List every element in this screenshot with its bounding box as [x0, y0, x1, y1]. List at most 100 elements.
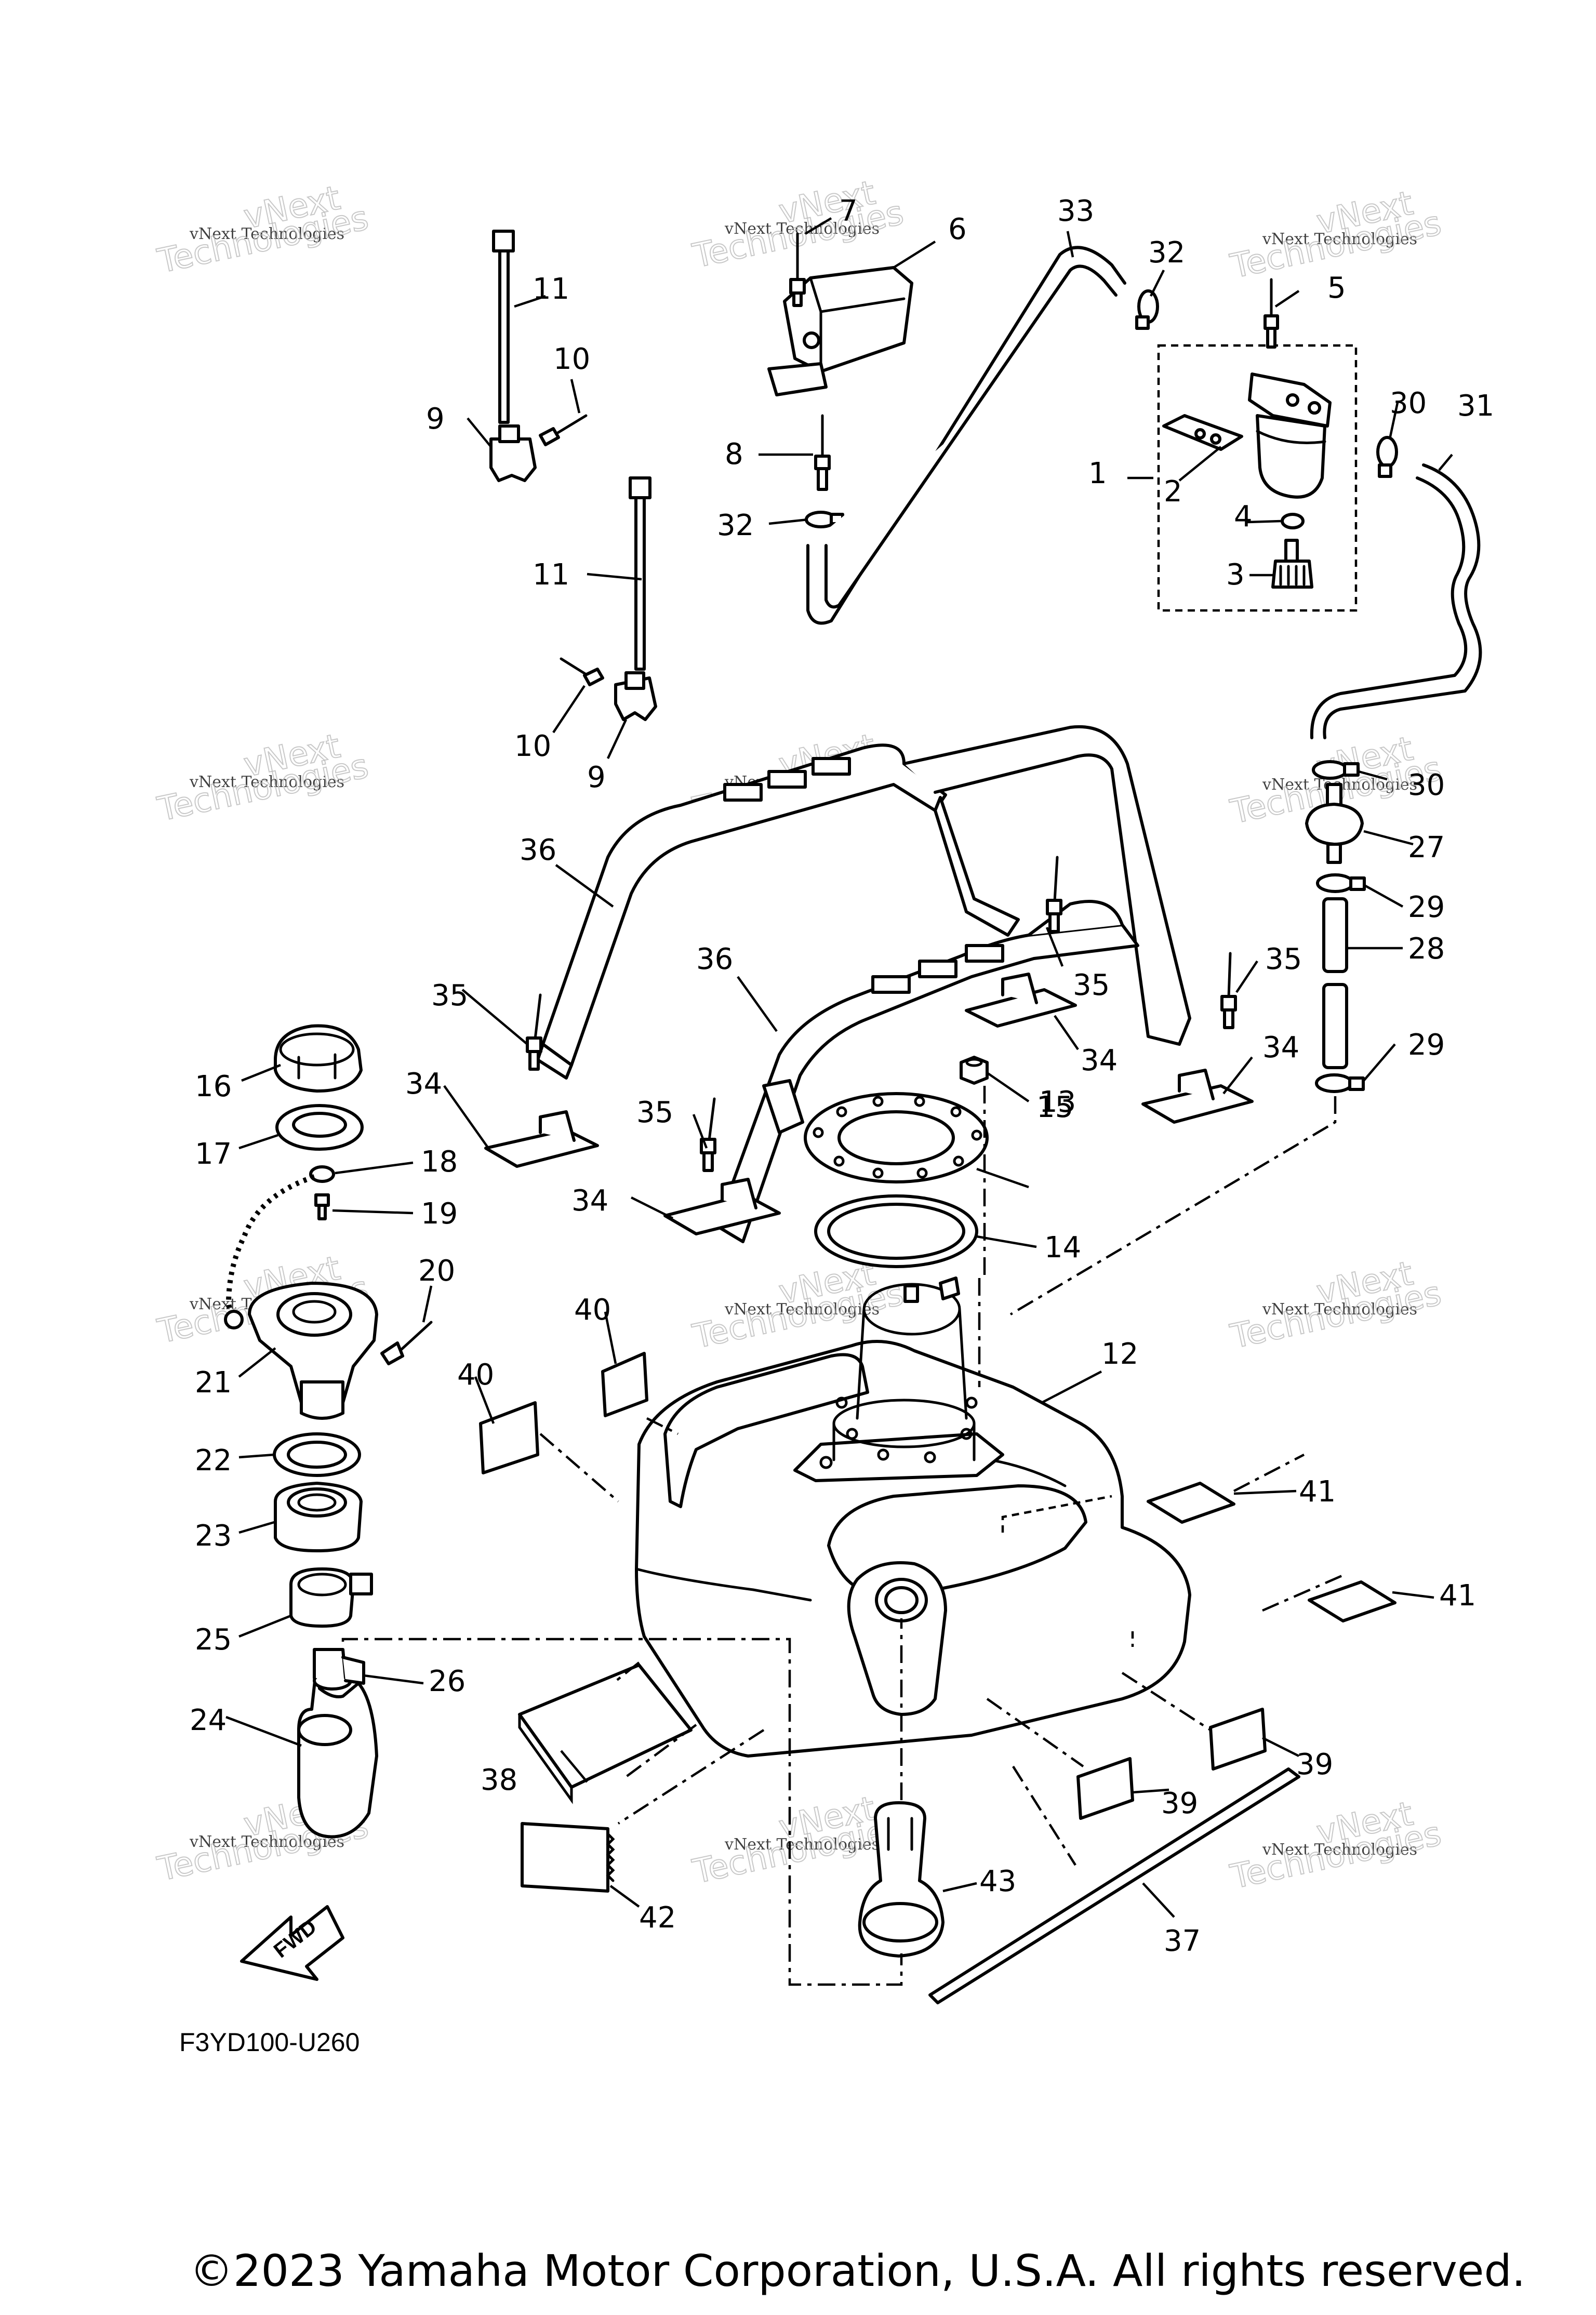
callout-9: 9: [587, 761, 606, 794]
callout-18: 18: [421, 1145, 458, 1179]
callout-17: 17: [195, 1137, 232, 1171]
callout-38: 38: [481, 1763, 517, 1797]
watermark-line-2: vNext Technologies: [1262, 1300, 1417, 1319]
callout-36: 36: [520, 833, 556, 867]
callout-41: 41: [1299, 1475, 1336, 1509]
callout-34: 34: [1262, 1031, 1299, 1065]
callout-37: 37: [1164, 1924, 1201, 1958]
hose-clip-30-upper: [1376, 436, 1398, 478]
callout-35: 35: [431, 979, 468, 1013]
tank-bolts: [835, 1396, 978, 1463]
gasket-14: [814, 1194, 978, 1268]
rivet-lower: [560, 657, 604, 686]
chain-ring: [309, 1165, 335, 1183]
watermark-line-2: vNext Technologies: [724, 220, 880, 238]
callout-35: 35: [1265, 942, 1302, 976]
callout-31: 31: [1457, 389, 1494, 423]
callout-21: 21: [195, 1366, 232, 1400]
watermark-line-2: vNext Technologies: [189, 225, 344, 243]
callout-30: 30: [1390, 387, 1427, 420]
pad-39-left: [1076, 1757, 1134, 1820]
copyright-notice: ©2023 Yamaha Motor Corporation, U.S.A. A…: [190, 2245, 1525, 2296]
pad-40-left: [479, 1401, 539, 1474]
screw-7: [789, 232, 806, 307]
check-valve: [1305, 783, 1364, 864]
tank-band-front: [715, 900, 1139, 1243]
screw-35-right: [1220, 952, 1237, 1029]
short-hose: [1322, 897, 1348, 1069]
callout-36: 36: [696, 942, 733, 976]
callout-24: 24: [190, 1704, 227, 1737]
clamp-lower: [614, 671, 657, 721]
strap-bracket-right: [1141, 1069, 1254, 1124]
callout-16: 16: [195, 1070, 232, 1103]
pad-41-upper: [1147, 1482, 1235, 1524]
watermark-line-2: vNext Technologies: [724, 1300, 880, 1319]
callout-15: 15: [1036, 1090, 1073, 1124]
callout-19: 19: [421, 1197, 458, 1231]
cover: [767, 266, 913, 396]
cap-chain: [224, 1174, 315, 1329]
rivet-upper: [539, 414, 588, 446]
hose-clip-upper: [1135, 289, 1159, 330]
callout-34: 34: [405, 1067, 442, 1101]
callout-34: 34: [571, 1184, 608, 1218]
neck-nut: [274, 1482, 363, 1552]
cable-tie-upper: [492, 230, 515, 424]
callout-43: 43: [979, 1865, 1016, 1898]
callout-28: 28: [1408, 932, 1445, 966]
strip-37: [928, 1767, 1300, 2004]
hose-clamp-26: [313, 1648, 365, 1685]
callout-35: 35: [636, 1096, 673, 1129]
neck-gasket: [273, 1432, 361, 1477]
callout-29: 29: [1408, 1028, 1445, 1062]
callout-33: 33: [1057, 194, 1094, 228]
callout-8: 8: [725, 437, 743, 471]
tank-band-rear: [536, 725, 1191, 1080]
mount-plate: [804, 1092, 989, 1183]
strap-bracket-left: [484, 1110, 599, 1168]
nut-15: [960, 1056, 989, 1085]
cap-gasket: [275, 1104, 364, 1151]
bolt-8: [814, 414, 831, 491]
hose-clip-29-lower: [1315, 1073, 1365, 1093]
callout-3: 3: [1226, 558, 1245, 592]
callout-22: 22: [195, 1444, 232, 1478]
strap-bracket-mid-right: [965, 973, 1077, 1028]
strap-bracket-center: [663, 1178, 781, 1235]
callout-23: 23: [195, 1519, 232, 1553]
callout-35: 35: [1073, 968, 1110, 1002]
pad-39-right: [1209, 1708, 1267, 1771]
callout-25: 25: [195, 1623, 232, 1657]
filler-neck: [248, 1282, 378, 1420]
pad-42: [521, 1822, 615, 1893]
callout-40: 40: [457, 1358, 494, 1392]
screw-22: [380, 1321, 433, 1365]
callout-5: 5: [1327, 271, 1346, 305]
leader-lines: [225, 217, 1453, 1918]
callout-41: 41: [1439, 1579, 1476, 1613]
fuel-filter-assembly: [1157, 344, 1358, 612]
hose-clip-30-lower: [1312, 760, 1360, 780]
callout-42: 42: [639, 1901, 676, 1935]
callout-26: 26: [429, 1665, 466, 1698]
callout-29: 29: [1408, 890, 1445, 924]
callout-2: 2: [1164, 475, 1182, 509]
callout-40: 40: [574, 1293, 611, 1327]
watermark-line-2: vNext Technologies: [1262, 230, 1417, 248]
pad-38: [518, 1664, 693, 1804]
callout-27: 27: [1408, 831, 1445, 864]
plate-holes: [813, 1096, 982, 1179]
callout-11: 11: [533, 558, 569, 592]
fuel-hose: [1310, 463, 1482, 739]
assembly-lines: [341, 1086, 1346, 1986]
pad-41-lower: [1308, 1580, 1396, 1622]
screw-35-center: [700, 1097, 716, 1172]
callout-7: 7: [839, 194, 858, 228]
